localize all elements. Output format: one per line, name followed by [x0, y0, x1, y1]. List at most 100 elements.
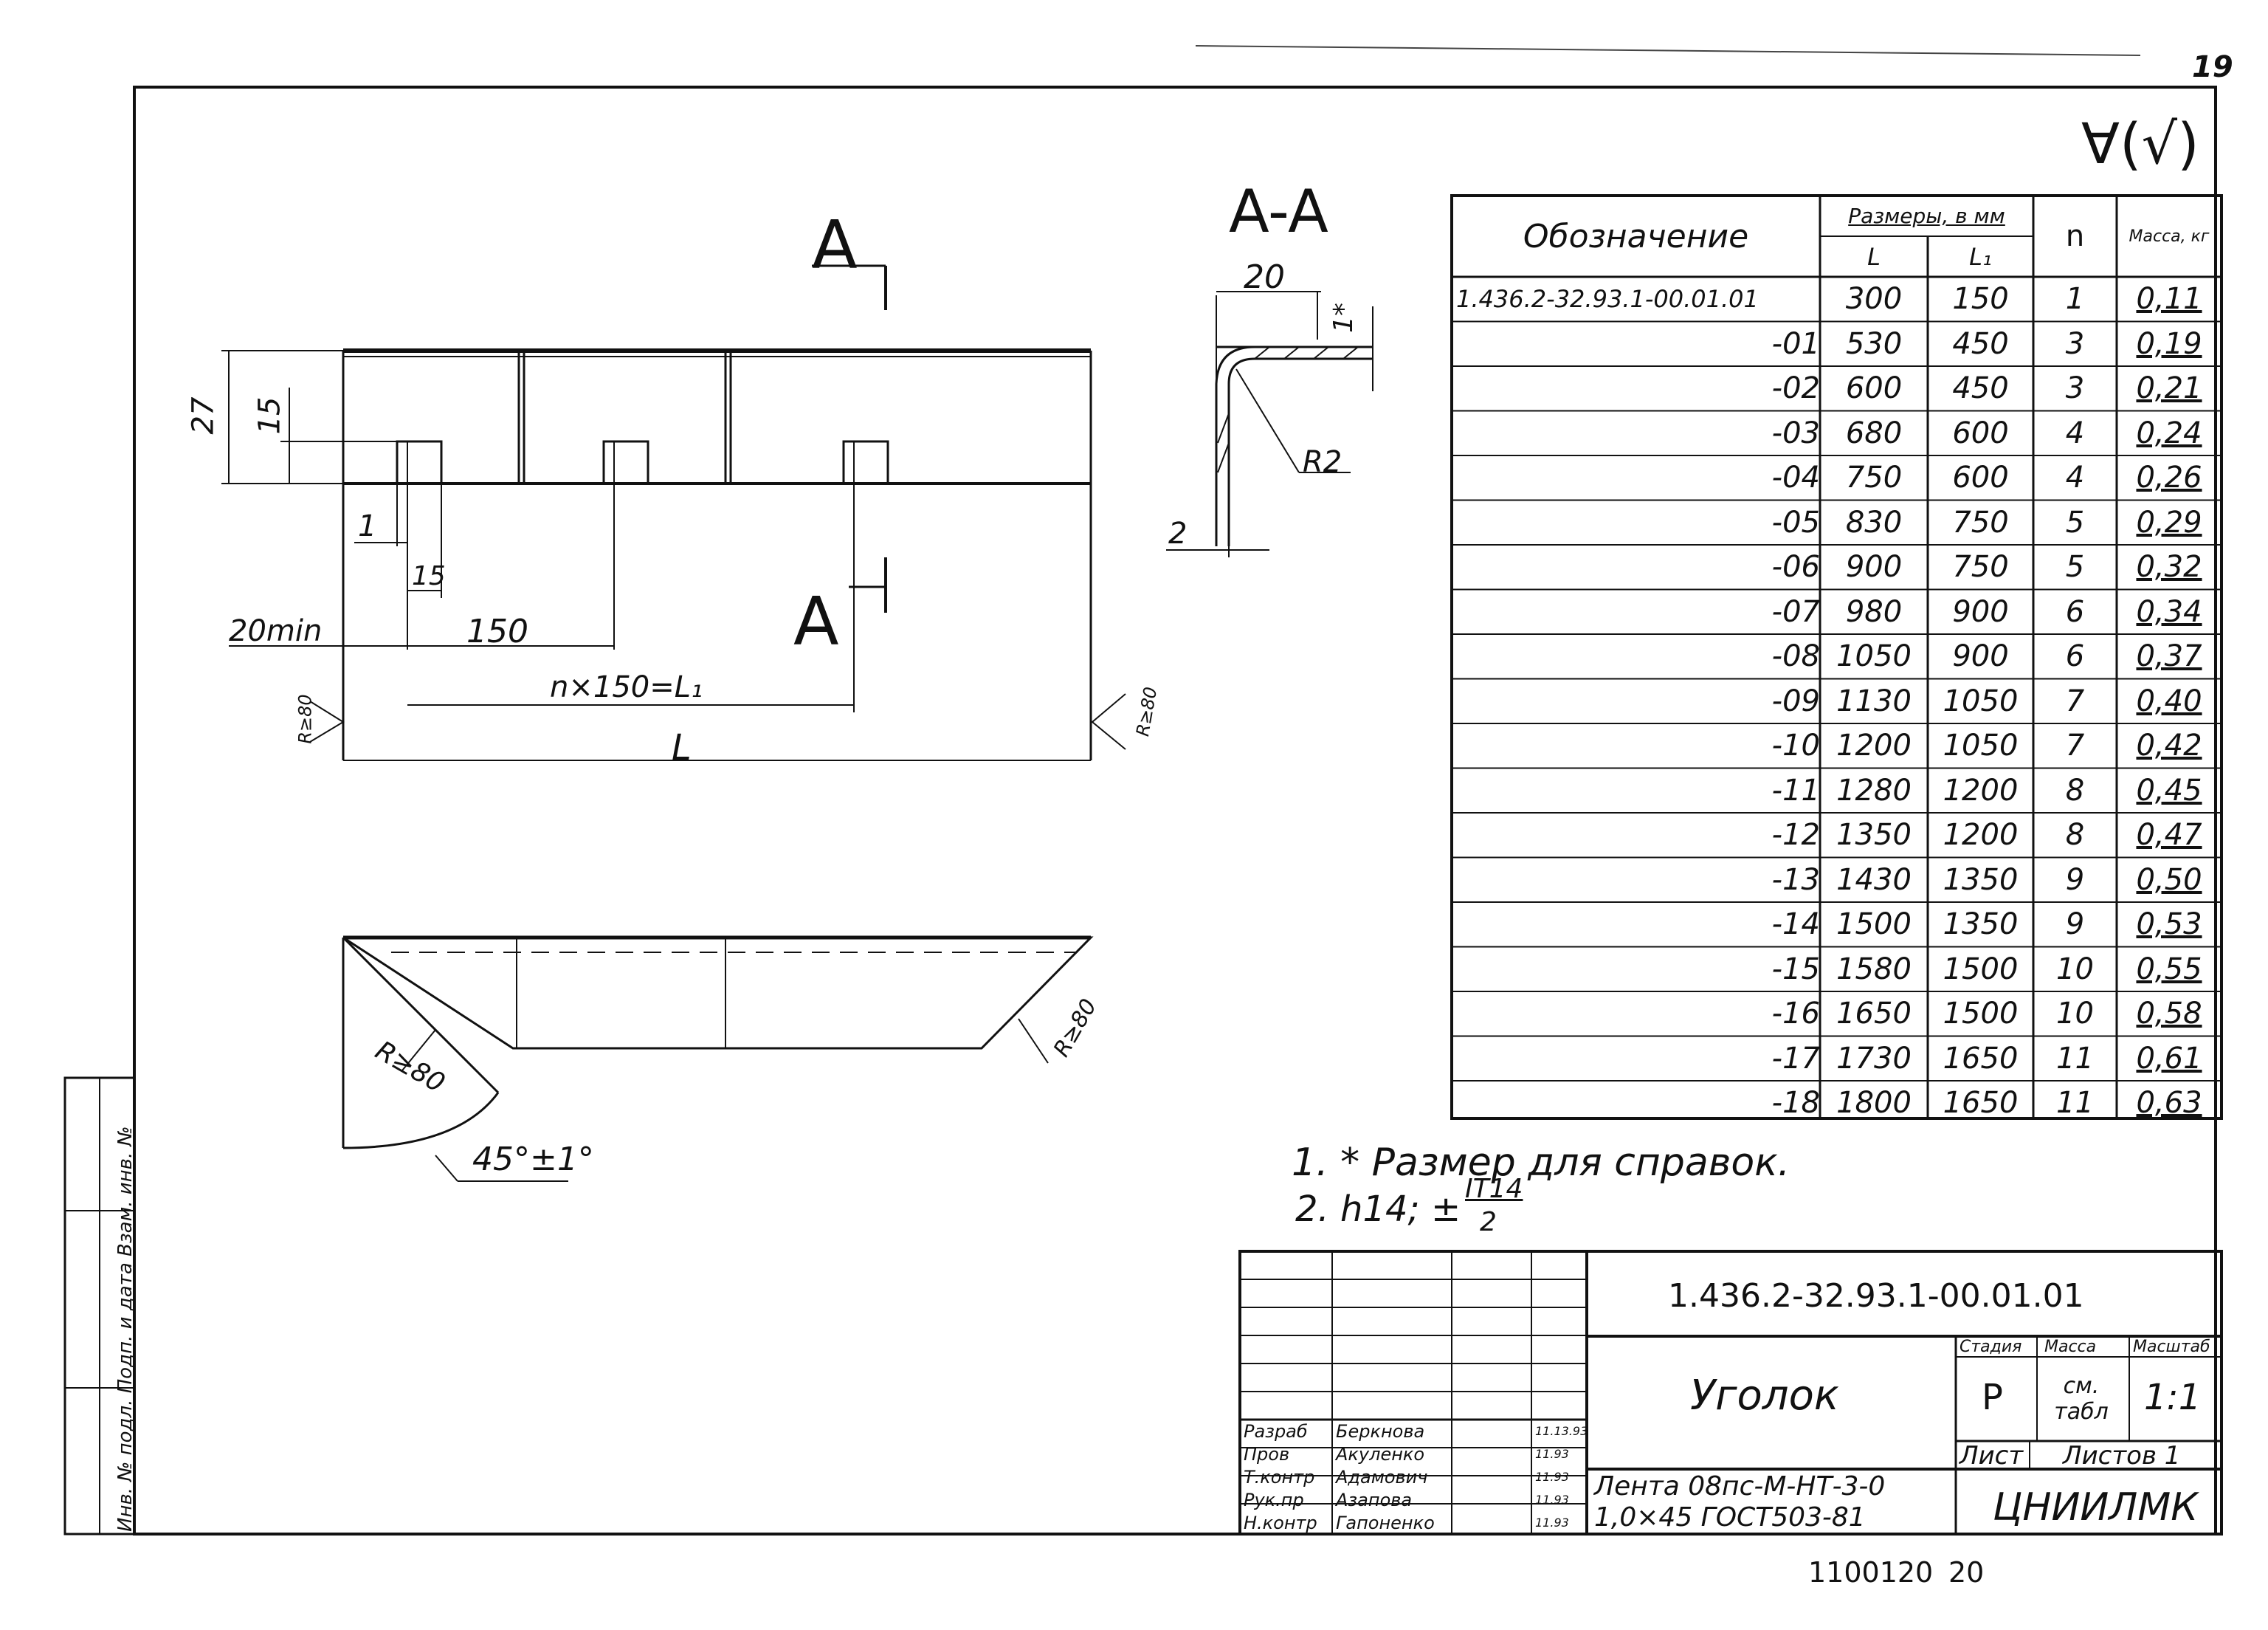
cell-n: 9	[2065, 907, 2085, 942]
roughness-mark: ∀(√)	[2081, 111, 2199, 176]
cell-code: -04	[1771, 461, 1820, 495]
cell-l1: 1050	[1943, 684, 2019, 718]
bottom-code: 1100120	[1808, 1556, 1934, 1589]
front-view	[221, 264, 1126, 761]
header-col-l1: L₁	[1969, 242, 1992, 271]
title-block-grid	[1238, 1250, 2223, 1536]
cell-l: 680	[1845, 416, 1903, 450]
side-stamp-text: Инв. № подл. Подп. и дата Взам. инв. №	[114, 1126, 137, 1532]
cell-l: 1430	[1836, 862, 1912, 897]
cell-mass: 0,42	[2136, 729, 2202, 763]
dim-flange: 20	[1244, 258, 1285, 296]
cell-l: 1730	[1836, 1041, 1912, 1076]
header-dimensions: Размеры, в мм	[1848, 204, 2005, 228]
cell-mass: 0,50	[2136, 862, 2202, 897]
section-title: A-A	[1229, 177, 1328, 246]
cell-l1: 450	[1952, 326, 2009, 361]
cell-l: 1200	[1836, 729, 1912, 763]
cell-l1: 150	[1952, 282, 2009, 317]
cell-n: 4	[2065, 416, 2085, 450]
dim-pitch: 150	[466, 613, 528, 650]
cell-code: -08	[1771, 639, 1820, 674]
header-col-l: L	[1867, 242, 1881, 271]
role-label: Т.контр	[1244, 1466, 1315, 1488]
cell-l: 900	[1845, 550, 1903, 585]
cell-n: 10	[2056, 997, 2094, 1031]
spec-table-row-lines	[1452, 320, 2222, 1081]
cell-l: 1580	[1836, 952, 1912, 986]
cell-l1: 1200	[1943, 773, 2019, 808]
cell-n: 3	[2065, 326, 2085, 361]
cell-l: 1280	[1836, 773, 1912, 808]
header-designation: Обозначение	[1523, 217, 1749, 255]
cell-mass: 0,55	[2136, 952, 2202, 986]
dim-length: L	[672, 727, 692, 768]
mass-value: см. табл	[2054, 1373, 2109, 1425]
section-label-top: A	[812, 207, 858, 284]
sheets-label: Листов 1	[2063, 1441, 2181, 1471]
role-date: 11.93	[1535, 1493, 1569, 1507]
cell-code: -03	[1771, 416, 1820, 450]
cell-l1: 1500	[1943, 997, 2019, 1031]
cell-l: 1650	[1836, 997, 1912, 1031]
cell-n: 11	[2056, 1041, 2094, 1076]
role-label: Разраб	[1244, 1420, 1308, 1442]
cell-code: -07	[1771, 594, 1820, 629]
cell-code: -14	[1771, 907, 1820, 942]
cell-n: 3	[2065, 371, 2085, 406]
role-label: Пров	[1244, 1443, 1290, 1465]
cell-l1: 1500	[1943, 952, 2019, 986]
cell-code: -10	[1771, 729, 1820, 763]
role-name: Адамович	[1336, 1466, 1428, 1488]
cell-l: 600	[1845, 371, 1903, 406]
part-name: Уголок	[1690, 1372, 1839, 1420]
cell-l: 1800	[1836, 1086, 1912, 1121]
note-1: 1. * Размер для справок.	[1292, 1141, 1790, 1185]
dim-slot-gap: 1	[358, 509, 377, 543]
cell-l: 830	[1845, 505, 1903, 540]
role-name: Азапова	[1336, 1489, 1413, 1510]
note-2-denominator: 2	[1480, 1207, 1497, 1237]
scale-value: 1:1	[2144, 1377, 2202, 1418]
cell-l1: 1350	[1943, 907, 2019, 942]
role-name: Гапоненко	[1336, 1512, 1435, 1533]
mass-label: Масса	[2044, 1338, 2097, 1356]
cell-mass: 0,37	[2136, 639, 2202, 674]
cell-n: 1	[2065, 282, 2085, 317]
cell-l: 1350	[1836, 818, 1912, 853]
dim-edge-min: 20min	[229, 614, 323, 648]
cell-code: -18	[1771, 1086, 1820, 1121]
side-stamp	[63, 1076, 136, 1536]
material-line-2: 1,0×45 ГОСТ503-81	[1594, 1502, 1866, 1533]
role-label: Рук.пр	[1244, 1489, 1304, 1510]
cell-mass: 0,24	[2136, 416, 2202, 450]
cell-code: -02	[1771, 371, 1820, 406]
drawing-frame	[133, 86, 2217, 1536]
cell-mass: 0,19	[2136, 326, 2202, 361]
cell-n: 5	[2065, 550, 2085, 585]
section-label-bottom: A	[793, 583, 839, 661]
dim-height-slot: 15	[252, 396, 287, 435]
cell-l: 1130	[1836, 684, 1912, 718]
corner-left-radius: R≥80	[294, 694, 316, 744]
cell-mass: 0,26	[2136, 461, 2202, 495]
cell-mass: 0,34	[2136, 594, 2202, 629]
page-number: 19	[2192, 50, 2233, 84]
scale-label: Масштаб	[2133, 1338, 2210, 1356]
cell-mass: 0,29	[2136, 505, 2202, 540]
cell-code: -15	[1771, 952, 1820, 986]
org-name: ЦНИИЛМК	[1993, 1485, 2199, 1530]
cell-l1: 600	[1952, 461, 2009, 495]
cell-code: -06	[1771, 550, 1820, 585]
cell-l1: 750	[1952, 505, 2009, 540]
cell-code: -16	[1771, 997, 1820, 1031]
cell-mass: 0,53	[2136, 907, 2202, 942]
cell-n: 6	[2065, 594, 2085, 629]
bottom-number: 20	[1948, 1556, 1985, 1589]
cell-code: -17	[1771, 1041, 1820, 1076]
role-name: Акуленко	[1336, 1443, 1425, 1465]
cell-mass: 0,40	[2136, 684, 2202, 718]
cell-l1: 1200	[1943, 818, 2019, 853]
spec-table-grid	[1450, 194, 2223, 1120]
cell-l1: 1050	[1943, 729, 2019, 763]
